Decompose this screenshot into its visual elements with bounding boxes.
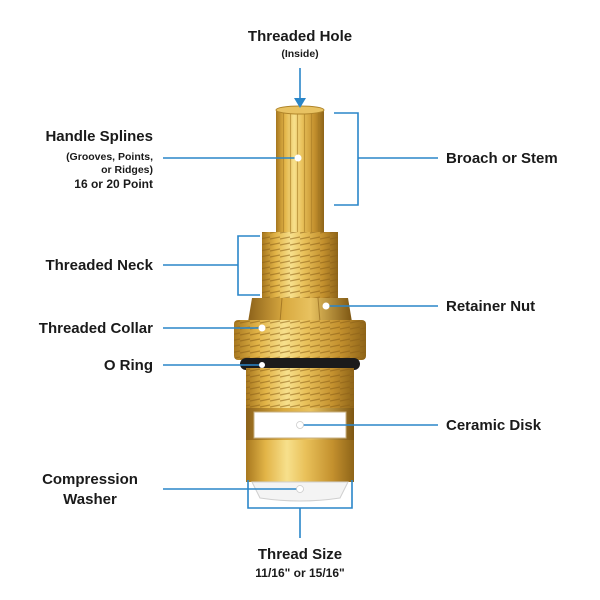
o-ring-shape — [240, 358, 360, 370]
dot-icon — [258, 324, 266, 332]
dot-icon — [322, 302, 330, 310]
label-handle-splines-sub1: (Grooves, Points, — [66, 151, 153, 163]
dot-icon — [294, 154, 302, 162]
label-thread-size: Thread Size — [257, 546, 343, 563]
bracket-thread-size — [247, 480, 353, 538]
stem-splines — [276, 110, 324, 234]
label-thread-size-sub: 11/16" or 15/16" — [255, 566, 345, 580]
label-broach-stem: Broach or Stem — [446, 150, 558, 167]
brass-cartridge — [234, 105, 366, 502]
dot-icon — [259, 362, 265, 368]
retainer-nut-shape — [248, 298, 352, 322]
dot-icon — [296, 421, 304, 429]
lower-threads — [246, 368, 354, 410]
label-handle-splines: Handle Splines — [45, 128, 153, 145]
leader-lines — [163, 68, 438, 538]
label-retainer-nut: Retainer Nut — [446, 298, 536, 315]
label-threaded-hole: Threaded Hole — [247, 28, 353, 45]
label-handle-splines-sub3: 16 or 20 Point — [74, 177, 153, 191]
label-threaded-hole-sub: (Inside) — [281, 48, 319, 60]
label-threaded-collar: Threaded Collar — [38, 320, 153, 337]
collar-threads — [234, 320, 366, 360]
label-compression-washer-1: Compression — [42, 471, 138, 488]
bracket-broach-stem — [334, 112, 438, 206]
label-o-ring: O Ring — [103, 357, 153, 374]
arrow-down-icon — [294, 98, 306, 108]
bracket-threaded-neck — [163, 235, 260, 296]
label-ceramic-disk: Ceramic Disk — [446, 417, 542, 434]
dot-icon — [296, 485, 304, 493]
neck-threads — [262, 232, 338, 298]
label-threaded-neck: Threaded Neck — [45, 257, 153, 274]
label-compression-washer-2: Washer — [63, 491, 117, 508]
base-body — [246, 440, 354, 482]
label-handle-splines-sub2: or Ridges) — [101, 164, 153, 176]
